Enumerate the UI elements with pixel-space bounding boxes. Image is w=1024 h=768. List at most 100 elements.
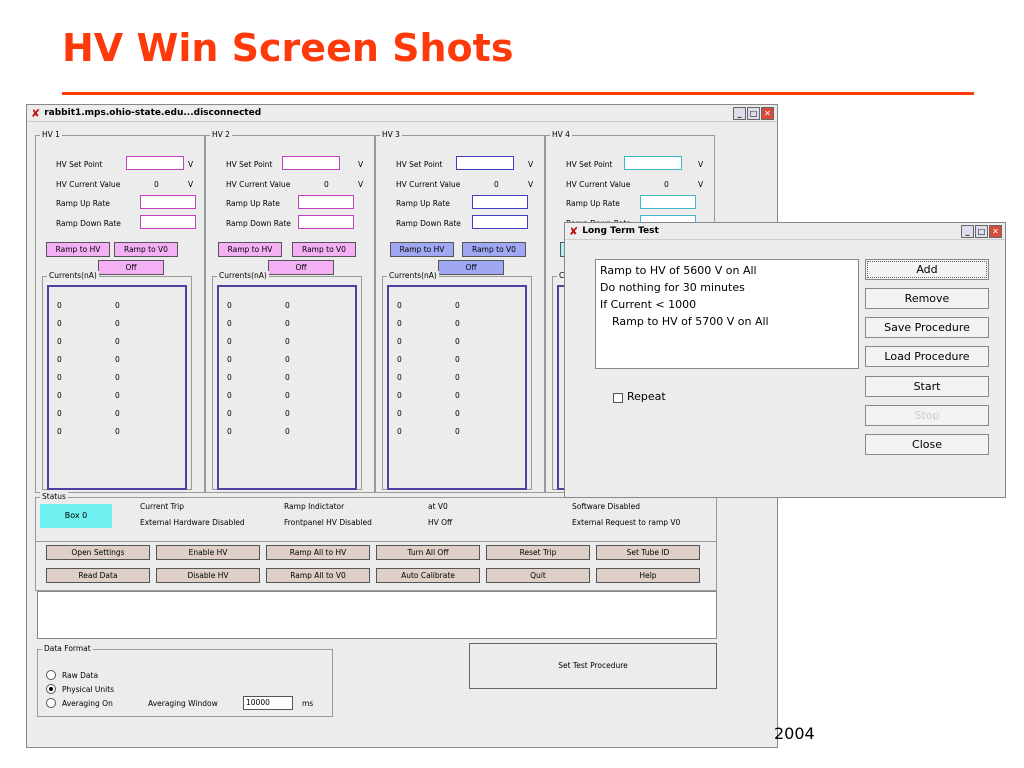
- current-value-cell: 0: [285, 337, 290, 346]
- current-value-label: HV Current Value: [56, 180, 121, 189]
- ramp-all-hv-button[interactable]: Ramp All to HV: [266, 545, 370, 560]
- status-software-disabled: Software Disabled: [572, 502, 641, 511]
- main-window-title: rabbit1.mps.ohio-state.edu...disconnecte…: [44, 108, 262, 118]
- set-tube-id-button[interactable]: Set Tube ID: [596, 545, 700, 560]
- minimize-icon[interactable]: _: [733, 107, 746, 120]
- ramp-down-input[interactable]: [472, 215, 528, 229]
- close-icon[interactable]: ✕: [761, 107, 774, 120]
- set-point-input[interactable]: [456, 156, 514, 170]
- repeat-label: Repeat: [627, 390, 666, 403]
- ramp-to-hv-button[interactable]: Ramp to HV: [218, 242, 282, 257]
- current-value-cell: 0: [455, 409, 460, 418]
- current-value-cell: 0: [397, 355, 402, 364]
- open-settings-button[interactable]: Open Settings: [46, 545, 150, 560]
- currents-title: Currents(nA): [387, 271, 439, 280]
- stop-button[interactable]: Stop: [865, 405, 989, 426]
- procedure-line[interactable]: If Current < 1000: [600, 298, 697, 311]
- averaging-on-radio[interactable]: [46, 698, 56, 708]
- current-value-cell: 0: [285, 319, 290, 328]
- start-button[interactable]: Start: [865, 376, 989, 397]
- raw-data-label: Raw Data: [62, 671, 99, 680]
- status-external-request: External Request to ramp V0: [572, 518, 681, 527]
- current-value-cell: 0: [285, 409, 290, 418]
- ramp-all-v0-button[interactable]: Ramp All to V0: [266, 568, 370, 583]
- status-ramp-indicator: Ramp Indictator: [284, 502, 345, 511]
- procedure-line[interactable]: Ramp to HV of 5600 V on All: [600, 264, 757, 277]
- ramp-to-v0-button[interactable]: Ramp to V0: [462, 242, 526, 257]
- set-test-procedure-button[interactable]: Set Test Procedure: [469, 643, 717, 689]
- disable-hv-button[interactable]: Disable HV: [156, 568, 260, 583]
- close-button[interactable]: Close: [865, 434, 989, 455]
- current-value-cell: 0: [397, 319, 402, 328]
- current-value: 0: [494, 180, 499, 189]
- set-point-input[interactable]: [126, 156, 184, 170]
- current-value-cell: 0: [227, 301, 232, 310]
- current-value-cell: 0: [455, 391, 460, 400]
- remove-button[interactable]: Remove: [865, 288, 989, 309]
- ramp-down-input[interactable]: [140, 215, 196, 229]
- ramp-up-label: Ramp Up Rate: [566, 199, 620, 208]
- hv-channel-title: HV 4: [550, 130, 572, 139]
- close-icon[interactable]: ✕: [989, 225, 1002, 238]
- current-value-label: HV Current Value: [226, 180, 291, 189]
- off-button[interactable]: Off: [438, 260, 504, 275]
- current-value-cell: 0: [397, 391, 402, 400]
- ramp-up-input[interactable]: [640, 195, 696, 209]
- ramp-to-v0-button[interactable]: Ramp to V0: [114, 242, 178, 257]
- ramp-up-input[interactable]: [472, 195, 528, 209]
- load-procedure-button[interactable]: Load Procedure: [865, 346, 989, 367]
- message-area[interactable]: [37, 591, 717, 639]
- procedure-line[interactable]: Ramp to HV of 5700 V on All: [612, 315, 769, 328]
- reset-trip-button[interactable]: Reset Trip: [486, 545, 590, 560]
- ramp-down-label: Ramp Down Rate: [396, 219, 461, 228]
- status-hv-off: HV Off: [428, 518, 453, 527]
- current-value-cell: 0: [455, 427, 460, 436]
- add-button[interactable]: Add: [865, 259, 989, 280]
- status-at-v0: at V0: [428, 502, 448, 511]
- procedure-line[interactable]: Do nothing for 30 minutes: [600, 281, 745, 294]
- ramp-to-hv-button[interactable]: Ramp to HV: [46, 242, 110, 257]
- turn-all-off-button[interactable]: Turn All Off: [376, 545, 480, 560]
- current-value-cell: 0: [285, 355, 290, 364]
- set-point-input[interactable]: [624, 156, 682, 170]
- ramp-up-input[interactable]: [140, 195, 196, 209]
- current-value-label: HV Current Value: [566, 180, 631, 189]
- unit-label: V: [188, 160, 194, 169]
- repeat-checkbox[interactable]: [613, 393, 623, 403]
- off-button[interactable]: Off: [98, 260, 164, 275]
- ramp-to-v0-button[interactable]: Ramp to V0: [292, 242, 356, 257]
- save-procedure-button[interactable]: Save Procedure: [865, 317, 989, 338]
- current-value-cell: 0: [57, 355, 62, 364]
- averaging-window-input[interactable]: 10000: [243, 696, 293, 710]
- help-button[interactable]: Help: [596, 568, 700, 583]
- ltt-titlebar[interactable]: ✘ Long Term Test _ □ ✕: [565, 223, 1005, 240]
- ramp-down-label: Ramp Down Rate: [226, 219, 291, 228]
- off-button[interactable]: Off: [268, 260, 334, 275]
- unit-label: V: [698, 160, 704, 169]
- maximize-icon[interactable]: □: [975, 225, 988, 238]
- maximize-icon[interactable]: □: [747, 107, 760, 120]
- quit-button[interactable]: Quit: [486, 568, 590, 583]
- minimize-icon[interactable]: _: [961, 225, 974, 238]
- physical-units-radio[interactable]: [46, 684, 56, 694]
- raw-data-radio[interactable]: [46, 670, 56, 680]
- title-rule: [62, 92, 974, 95]
- ramp-to-hv-button[interactable]: Ramp to HV: [390, 242, 454, 257]
- set-point-input[interactable]: [282, 156, 340, 170]
- auto-calibrate-button[interactable]: Auto Calibrate: [376, 568, 480, 583]
- current-value-cell: 0: [455, 319, 460, 328]
- long-term-test-window: ✘ Long Term Test _ □ ✕ Ramp to HV of 560…: [564, 222, 1006, 498]
- procedure-list[interactable]: Ramp to HV of 5600 V on All Do nothing f…: [595, 259, 859, 369]
- app-x-icon: ✘: [569, 224, 579, 238]
- ramp-up-label: Ramp Up Rate: [226, 199, 280, 208]
- read-data-button[interactable]: Read Data: [46, 568, 150, 583]
- ramp-up-input[interactable]: [298, 195, 354, 209]
- enable-hv-button[interactable]: Enable HV: [156, 545, 260, 560]
- set-point-label: HV Set Point: [226, 160, 273, 169]
- slide-year: 2004: [774, 724, 815, 743]
- ramp-down-input[interactable]: [298, 215, 354, 229]
- main-titlebar[interactable]: ✘ rabbit1.mps.ohio-state.edu...disconnec…: [27, 105, 777, 122]
- current-value-cell: 0: [285, 427, 290, 436]
